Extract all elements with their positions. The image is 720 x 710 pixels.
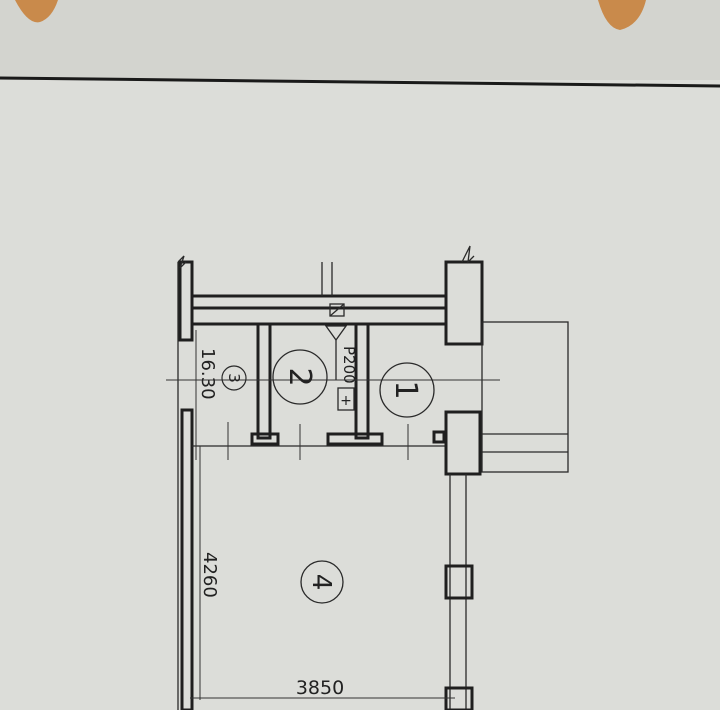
- exterior-walls: [177, 245, 484, 710]
- room-marker-1: 1: [379, 362, 435, 418]
- svg-text:1: 1: [388, 380, 423, 399]
- room4-length-label: 4260: [199, 552, 220, 598]
- room3-length-label: 16.30: [197, 348, 218, 400]
- outlet-box: [337, 387, 355, 411]
- riser-label: P200: [340, 346, 358, 384]
- svg-text:4: 4: [306, 574, 336, 591]
- riser-fixture: [324, 303, 355, 411]
- right-wall: [444, 321, 569, 710]
- corner-mark-left: [15, 0, 58, 23]
- partition-walls: [192, 322, 446, 447]
- paper-top-band: [0, 0, 720, 80]
- room-marker-3: 3: [221, 365, 247, 391]
- room-marker-2: 2: [272, 349, 328, 405]
- outlet-symbol: +: [340, 393, 352, 409]
- svg-text:2: 2: [282, 367, 317, 386]
- room-marker-4: 4: [300, 560, 344, 604]
- sheet-border-line: [0, 76, 720, 88]
- svg-text:3: 3: [225, 373, 243, 383]
- room4-width-label: 3850: [296, 677, 344, 699]
- corner-mark-right: [598, 0, 646, 30]
- dimension-lines: [166, 330, 500, 700]
